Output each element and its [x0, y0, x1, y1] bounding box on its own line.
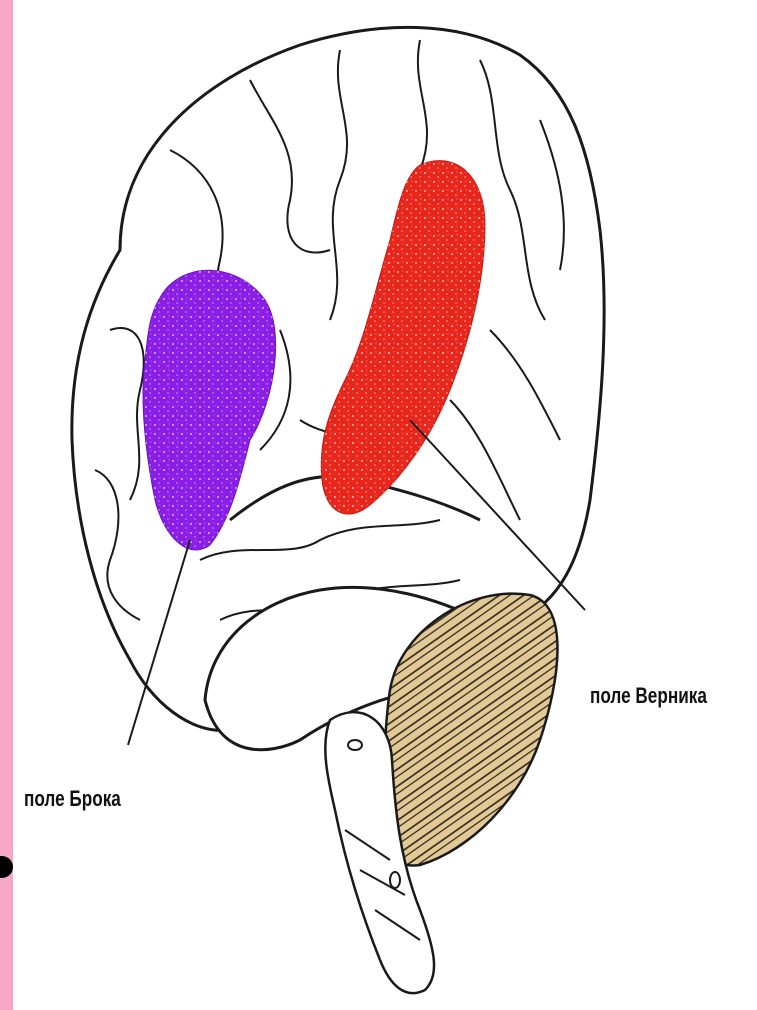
wernicke-label: поле Верника — [590, 683, 707, 709]
broca-label: поле Брока — [24, 786, 121, 812]
